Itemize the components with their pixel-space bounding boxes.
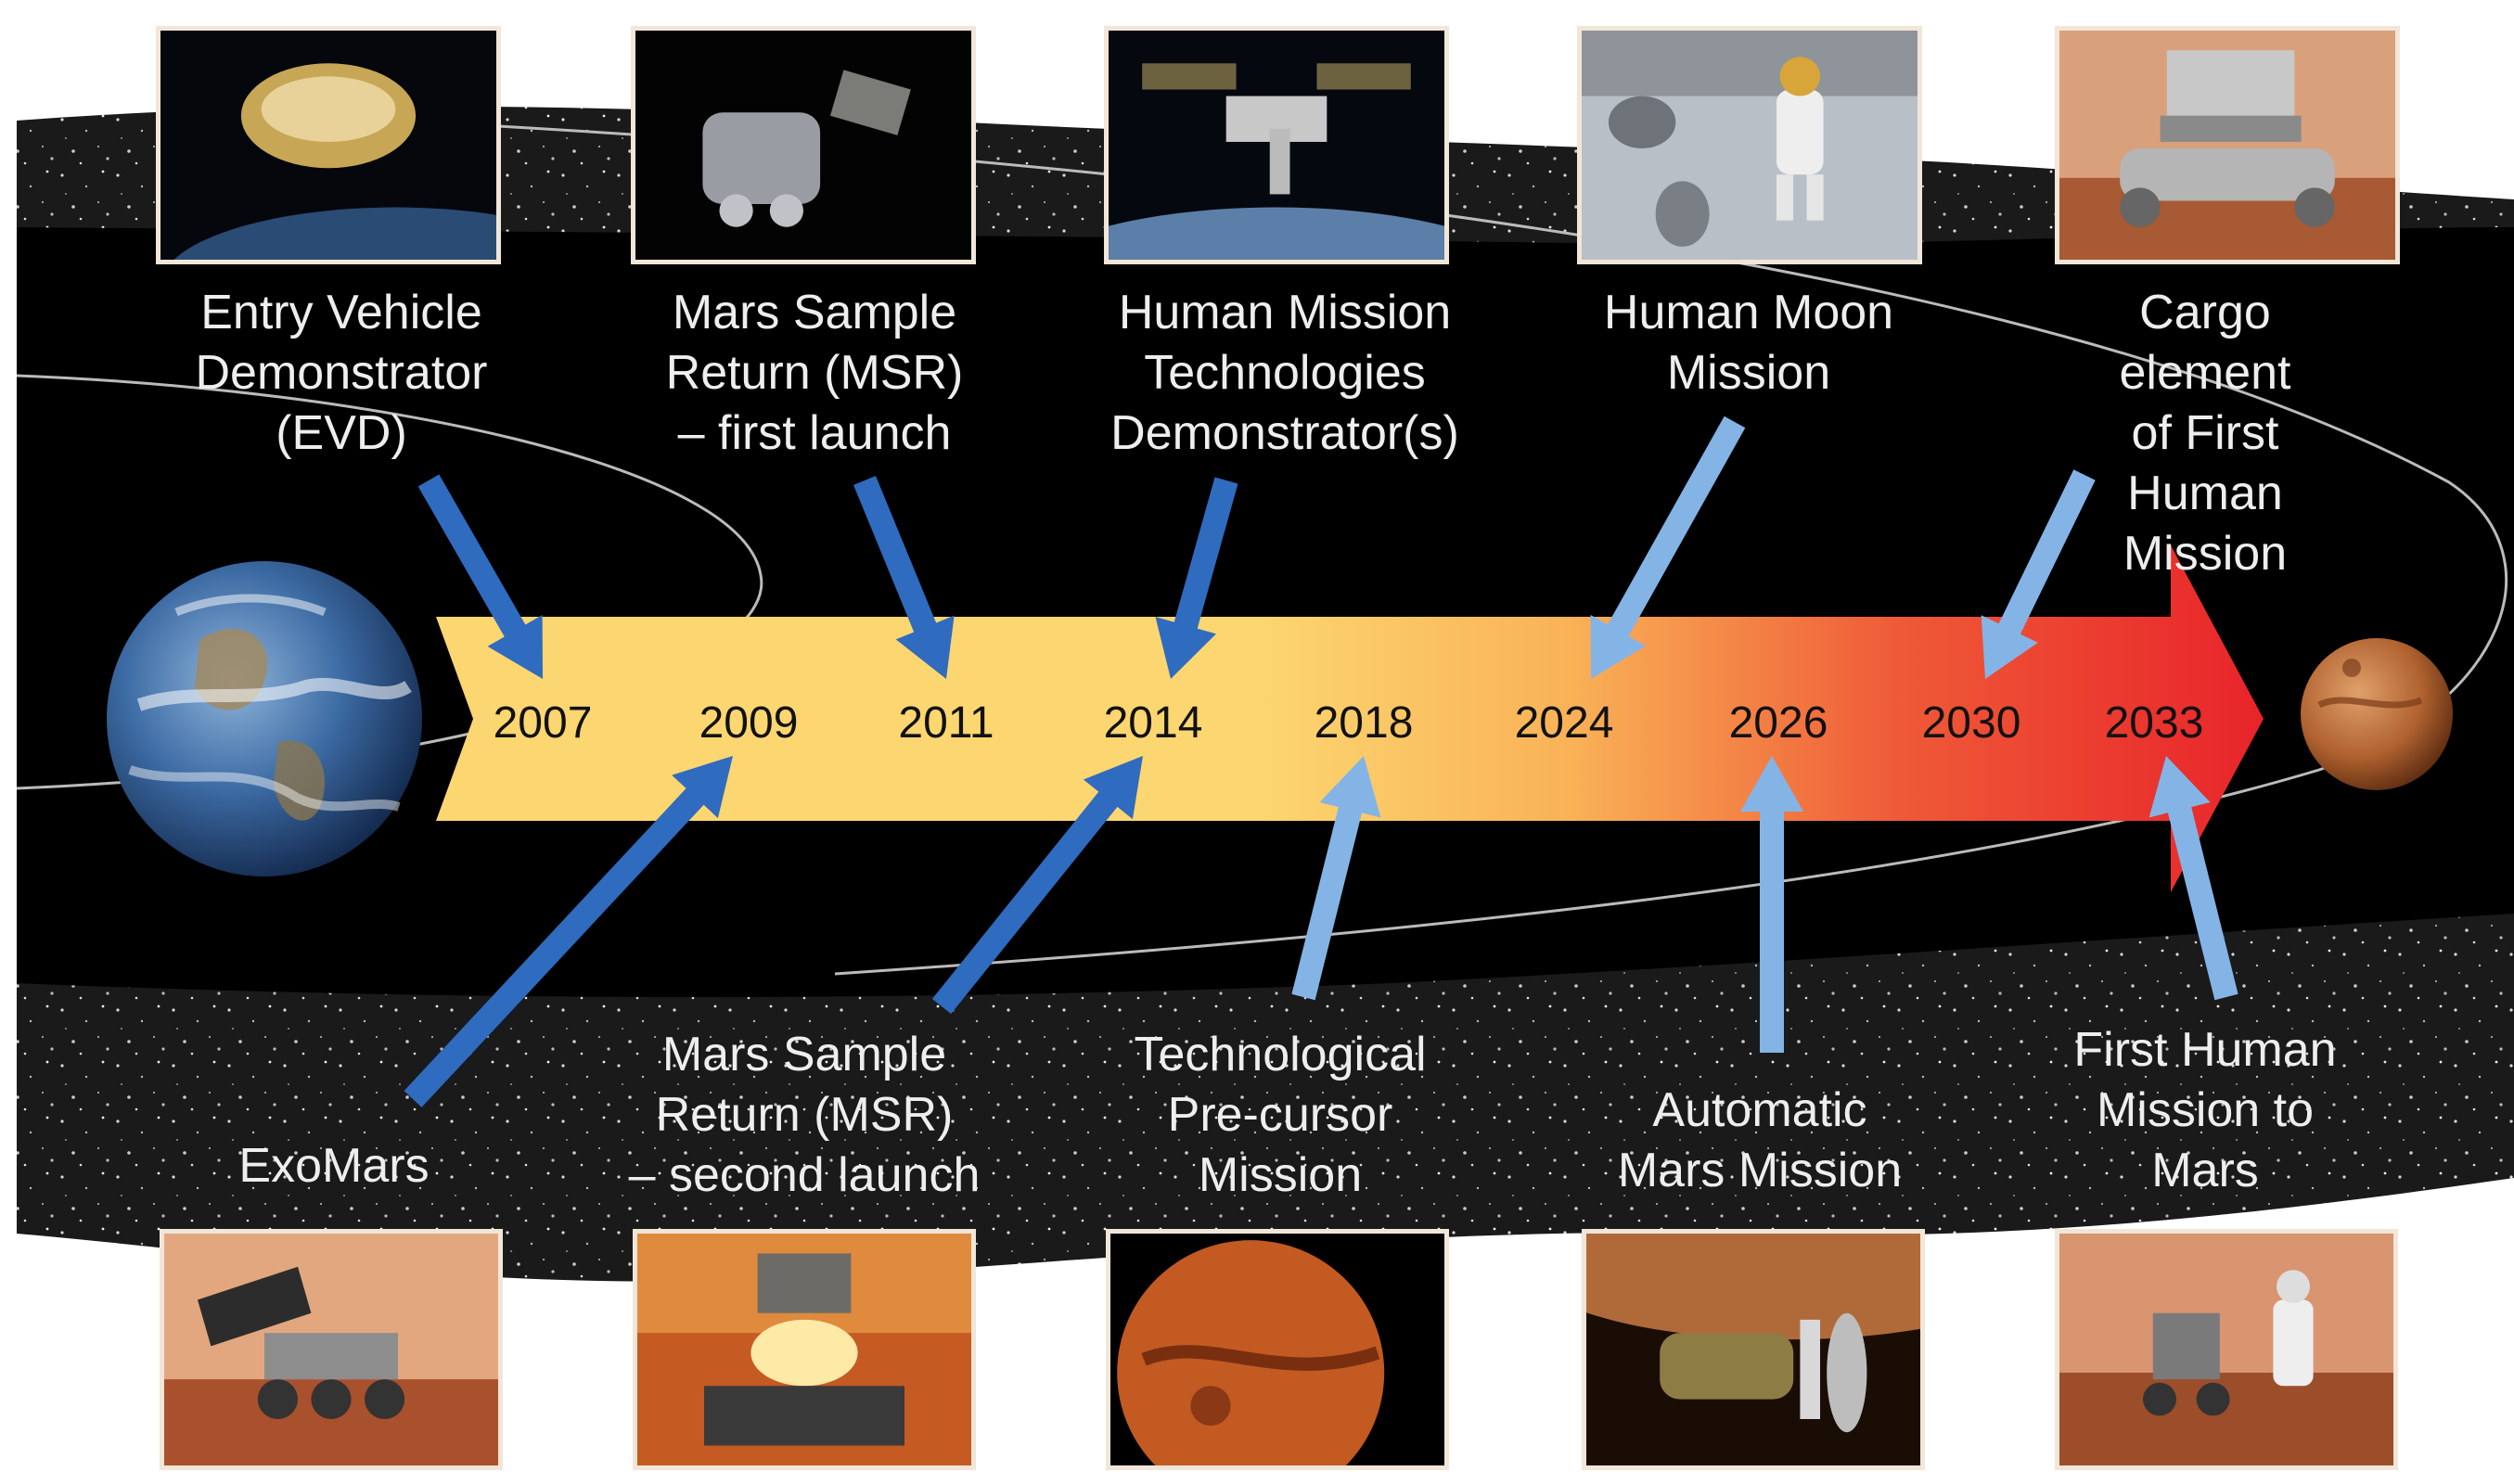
- mars-globe: [2301, 638, 2453, 790]
- astronaut-and-rover-on-mars-photo: [2055, 1229, 2398, 1470]
- pointer-automatic-2026: [1740, 756, 1803, 1053]
- mars-globe-photo: [1106, 1229, 1449, 1470]
- year-2009: 2009: [699, 698, 799, 748]
- pointer-exomars-2009: [404, 756, 733, 1107]
- year-2026: 2026: [1729, 698, 1828, 748]
- year-2011: 2011: [898, 698, 994, 748]
- orbiter-over-mars-photo: [1582, 1229, 1925, 1470]
- pointer-first-human-2033: [2148, 756, 2238, 1001]
- label-first-human-mission-to-mars: First Human Mission to Mars: [2073, 1023, 2337, 1197]
- year-2030: 2030: [1922, 698, 2021, 748]
- earth-globe: [107, 561, 422, 876]
- msr-lander-photo: [633, 1229, 976, 1470]
- label-exomars: ExoMars: [238, 1139, 430, 1193]
- label-entry-vehicle-demonstrator: Entry Vehicle Demonstrator (EVD): [195, 286, 488, 460]
- year-2018: 2018: [1315, 698, 1414, 748]
- space-station-photo: [1104, 26, 1449, 264]
- year-2007: 2007: [494, 698, 593, 748]
- pointer-msr-second-2014: [931, 756, 1143, 1015]
- label-automatic-mars-mission: Automatic Mars Mission: [1617, 1083, 1903, 1197]
- label-msr-first-launch: Mars Sample Return (MSR) – first launch: [665, 286, 964, 460]
- pointer-hmtd-2014: [1155, 477, 1238, 679]
- pointer-cargo-2030: [1981, 469, 2096, 679]
- exomars-rover-photo: [160, 1229, 503, 1470]
- label-cargo-element: Cargo element of First Human Mission: [2119, 286, 2291, 581]
- label-msr-second-launch: Mars Sample Return (MSR) – second launch: [628, 1028, 981, 1202]
- year-2033: 2033: [2105, 698, 2204, 748]
- year-2024: 2024: [1515, 698, 1614, 748]
- msr-spacecraft-photo: [631, 26, 976, 264]
- pointer-evd-2007: [417, 474, 543, 679]
- label-technological-precursor-mission: Technological Pre-cursor Mission: [1134, 1028, 1427, 1202]
- astronaut-on-moon-photo: [1577, 26, 1922, 264]
- label-human-mission-technologies: Human Mission Technologies Demonstrator(…: [1110, 286, 1459, 460]
- mars-cargo-habitat-photo: [2055, 26, 2400, 264]
- timeline-arrow: [436, 545, 2264, 892]
- pointer-precursor-2018: [1291, 756, 1381, 1001]
- pointer-moon-2024: [1590, 416, 1746, 679]
- year-2014: 2014: [1104, 698, 1203, 748]
- pointer-msr-first-2011: [853, 476, 955, 679]
- entry-vehicle-capsule-photo: [156, 26, 501, 264]
- label-human-moon-mission: Human Moon Mission: [1603, 286, 1894, 400]
